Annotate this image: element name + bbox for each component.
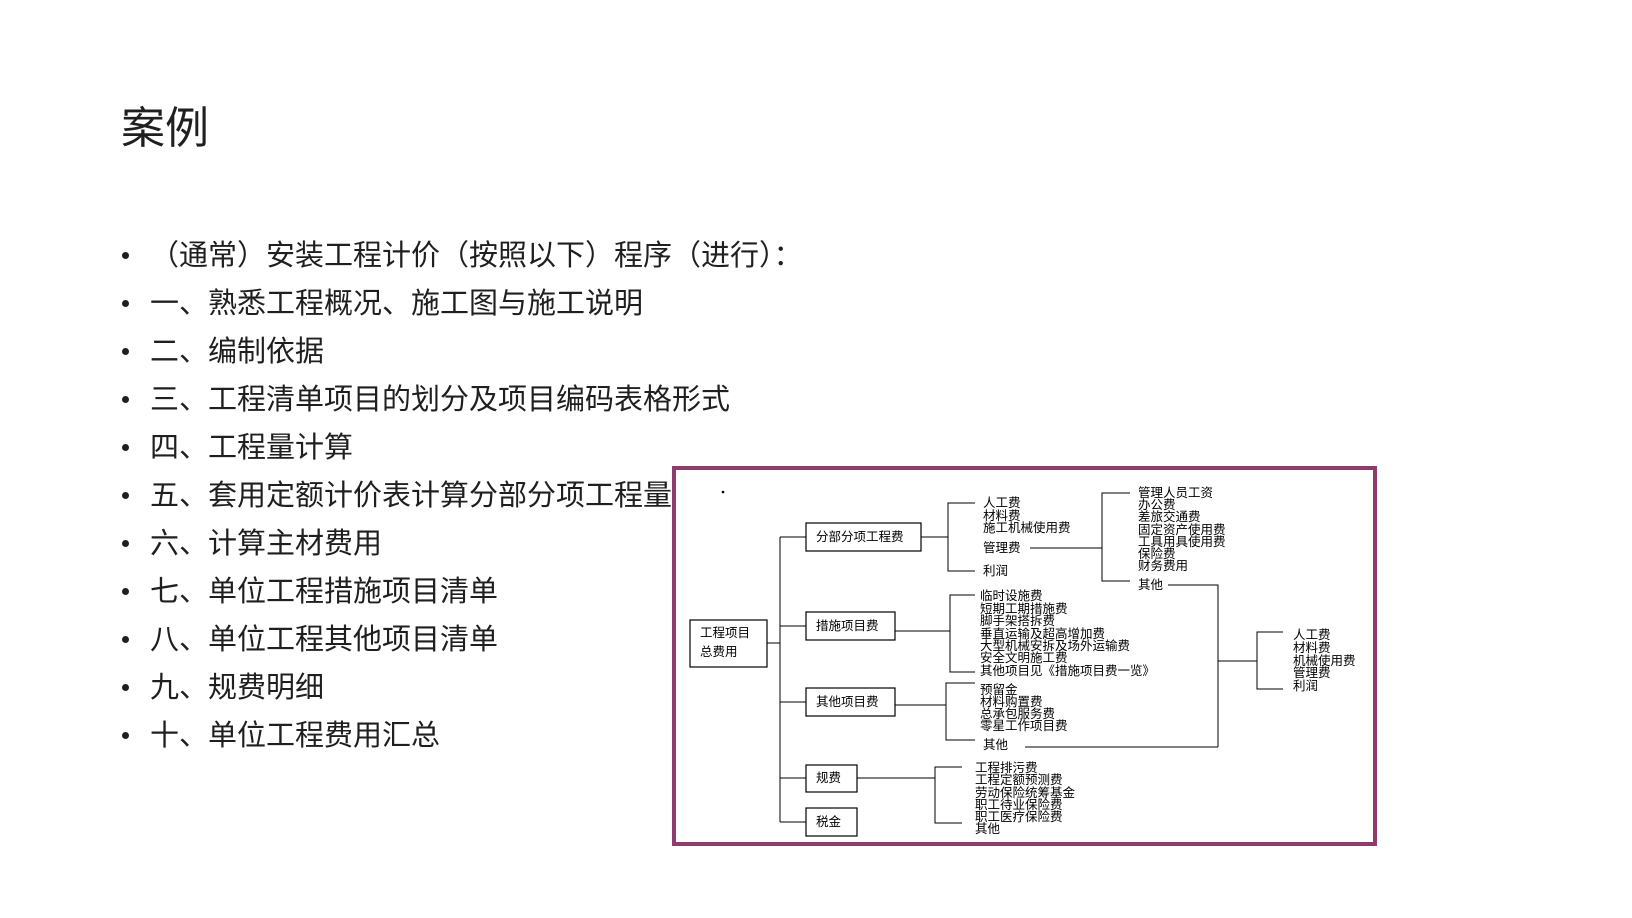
other-cost-item: 材料费: [1293, 640, 1331, 655]
section-3-item: 零星工作项目费: [980, 718, 1068, 733]
bullet-marker: [122, 684, 129, 691]
list-item-text: 十、单位工程费用汇总: [150, 718, 441, 752]
list-item-text: 七、单位工程措施项目清单: [150, 574, 499, 608]
section-3-item: 其他: [983, 737, 1009, 752]
bullet-marker: [122, 588, 129, 595]
diagram-frame: [672, 466, 1377, 846]
bullet-marker: [122, 252, 129, 259]
management-fee-item: 工具用具使用费: [1138, 534, 1226, 549]
section-3-item: 材料购置费: [980, 694, 1043, 709]
section-4-item: 工程排污费: [975, 760, 1038, 775]
section-1-item: 材料费: [983, 508, 1021, 523]
section-4-item: 劳动保险统筹基金: [975, 785, 1076, 800]
procedure-list: （通常）安装工程计价（按照以下）程序（进行）： 一、熟悉工程概况、施工图与施工说…: [118, 231, 803, 759]
bracket-section-4: [934, 766, 962, 824]
list-item: 一、熟悉工程概况、施工图与施工说明: [118, 279, 803, 327]
section-node-label-3: 其他项目费: [816, 694, 879, 709]
section-node-box-2: [805, 611, 896, 641]
management-fee-item: 其他: [1138, 577, 1164, 592]
bullet-marker: [122, 492, 129, 499]
section-1-item: 利润: [983, 563, 1008, 578]
section-1-item: 人工费: [983, 495, 1021, 510]
management-fee-item: 保险费: [1138, 546, 1176, 561]
bullet-marker: [122, 636, 129, 643]
root-node-line-2: 总费用: [700, 644, 738, 659]
section-2-item: 其他项目见《措施项目费一览》: [980, 663, 1155, 678]
section-node-label-5: 税金: [816, 814, 842, 829]
section-node-box-3: [805, 687, 896, 717]
section-2-item: 安全文明施工费: [980, 650, 1068, 665]
section-node-box-4: [805, 764, 858, 793]
list-item-text: 八、单位工程其他项目清单: [150, 622, 499, 656]
bullet-marker: [122, 348, 129, 355]
section-2-item: 短期工期措施费: [980, 601, 1068, 616]
list-item: 六、计算主材费用: [118, 519, 803, 567]
list-item-text: 九、规费明细: [150, 670, 325, 704]
list-item-text: 五、套用定额计价表计算分部分项工程量: [150, 478, 673, 512]
connector-lines: [767, 492, 1283, 824]
other-cost-item: 机械使用费: [1293, 653, 1356, 668]
bullet-marker: [122, 444, 129, 451]
section-1-item: 管理费: [983, 540, 1021, 555]
section-2-item: 脚手架搭拆费: [980, 613, 1055, 628]
bracket-section-1: [947, 502, 975, 572]
list-item-text: 一、熟悉工程概况、施工图与施工说明: [150, 286, 644, 320]
slide-title: 案例: [121, 103, 209, 154]
section-2-item: 垂直运输及超高增加费: [980, 626, 1105, 641]
section-node-label-2: 措施项目费: [816, 618, 879, 633]
bracket-section-3: [945, 682, 975, 741]
bullet-marker: [122, 396, 129, 403]
list-item: 十、单位工程费用汇总: [118, 711, 803, 759]
stray-dot: [721, 490, 725, 494]
section-node-box-5: [805, 807, 858, 837]
root-node-line-1: 工程项目: [700, 625, 750, 640]
list-item-text: 三、工程清单项目的划分及项目编码表格形式: [150, 382, 731, 416]
bullet-marker: [122, 732, 129, 739]
section-4-item: 其他: [975, 821, 1001, 836]
list-item: （通常）安装工程计价（按照以下）程序（进行）：: [118, 231, 803, 279]
root-node-box: [689, 619, 768, 668]
section-4-item: 职工待业保险费: [975, 797, 1063, 812]
list-item: 五、套用定额计价表计算分部分项工程量: [118, 471, 803, 519]
other-cost-item: 利润: [1293, 678, 1318, 693]
section-4-item: 职工医疗保险费: [975, 809, 1063, 824]
bracket-other-cost: [1256, 631, 1283, 690]
list-item: 三、工程清单项目的划分及项目编码表格形式: [118, 375, 803, 423]
other-cost-item: 管理费: [1293, 665, 1331, 680]
bullet-marker: [122, 300, 129, 307]
section-node-label-1: 分部分项工程费: [816, 529, 904, 544]
management-fee-item: 财务费用: [1138, 558, 1188, 573]
bracket-section-2: [949, 594, 975, 673]
list-item-text: （通常）安装工程计价（按照以下）程序（进行）：: [150, 238, 803, 272]
section-4-item: 工程定额预测费: [975, 772, 1063, 787]
management-fee-item: 差旅交通费: [1138, 509, 1201, 524]
section-3-item: 预留金: [980, 682, 1018, 697]
list-item-text: 四、工程量计算: [150, 430, 354, 464]
list-item: 八、单位工程其他项目清单: [118, 615, 803, 663]
cost-structure-diagram: 工程项目 总费用 分部分项工程费 措施项目费 其他项目费 规费 税金 人工费 材…: [689, 485, 1356, 837]
section-node-box-1: [805, 522, 922, 552]
section-3-item: 总承包服务费: [980, 706, 1055, 721]
management-fee-item: 办公费: [1138, 497, 1176, 512]
list-item-text: 二、编制依据: [150, 334, 325, 368]
list-item: 二、编制依据: [118, 327, 803, 375]
section-1-item: 施工机械使用费: [983, 520, 1071, 535]
management-fee-item: 固定资产使用费: [1138, 522, 1226, 537]
list-item: 九、规费明细: [118, 663, 803, 711]
other-cost-item: 人工费: [1293, 627, 1331, 642]
section-node-label-4: 规费: [816, 770, 841, 785]
bullet-marker: [122, 540, 129, 547]
connector-management-other-link: [1168, 584, 1219, 747]
list-item: 四、工程量计算: [118, 423, 803, 471]
section-2-item: 大型机械安拆及场外运输费: [980, 638, 1130, 653]
bracket-management-fee: [1101, 492, 1130, 582]
management-fee-item: 管理人员工资: [1138, 485, 1213, 500]
list-item-text: 六、计算主材费用: [150, 526, 383, 560]
section-2-item: 临时设施费: [980, 588, 1043, 603]
list-item: 七、单位工程措施项目清单: [118, 567, 803, 615]
